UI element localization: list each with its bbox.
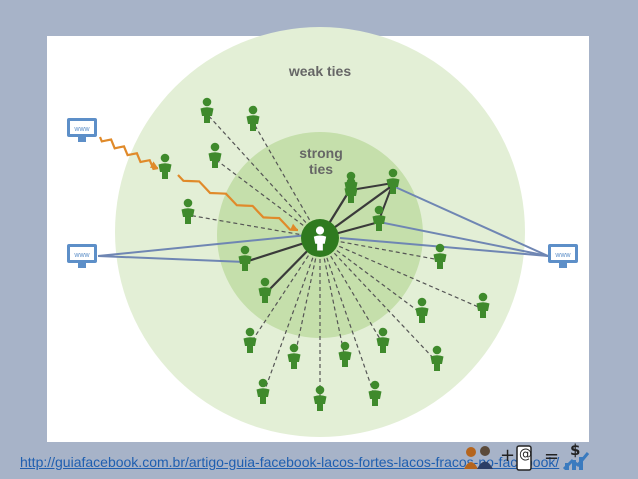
center-user-node: [301, 219, 339, 257]
strong-tie-link: [350, 182, 394, 191]
equals-sign: =: [544, 446, 560, 467]
information-flow-to-weak-tie-arrowhead: [150, 161, 158, 168]
strong-ties-label-line2: ties: [309, 161, 333, 177]
plus-sign: +: [500, 445, 516, 466]
weak-tie-link: [252, 121, 321, 239]
dollar-sign-icon: $: [570, 441, 581, 459]
weak-tie-link: [319, 237, 376, 398]
information-flow-to-user: [177, 174, 299, 232]
information-flow-to-weak-tie: [98, 136, 159, 171]
information-flow-to-user-arrowhead: [290, 223, 298, 231]
weak-tie-link: [319, 237, 438, 363]
weak-ties-links: [187, 113, 484, 402]
weak-tie-link: [319, 237, 423, 315]
source-url-link[interactable]: http://guiafacebook.com.br/artigo-guia-f…: [20, 454, 560, 470]
weak-tie-link: [214, 158, 321, 239]
terminal-link: [378, 221, 549, 257]
weak-ties-label: weak ties: [288, 63, 351, 79]
branding-logo: + @ = $: [462, 441, 594, 473]
web-terminal-icon: www: [548, 244, 578, 268]
web-terminals: www www www: [67, 118, 578, 268]
weak-tie-link: [249, 237, 321, 345]
web-terminal-label: www: [554, 252, 571, 259]
web-terminal-label: www: [73, 252, 90, 259]
terminal-link: [97, 233, 319, 257]
weak-tie-link: [319, 237, 484, 310]
strong-ties-label-line1: strong: [299, 145, 343, 161]
at-sign-icon: @: [519, 447, 532, 462]
weak-tie-link: [187, 214, 321, 239]
web-terminal-icon: www: [67, 118, 97, 142]
information-flow: [98, 136, 299, 232]
weak-tie-link: [319, 237, 441, 261]
terminal-link: [97, 255, 246, 263]
terminal-link: [392, 185, 549, 257]
people-icons: [464, 445, 590, 471]
web-terminal-label: www: [73, 126, 90, 133]
web-terminal-icon: www: [67, 244, 97, 268]
